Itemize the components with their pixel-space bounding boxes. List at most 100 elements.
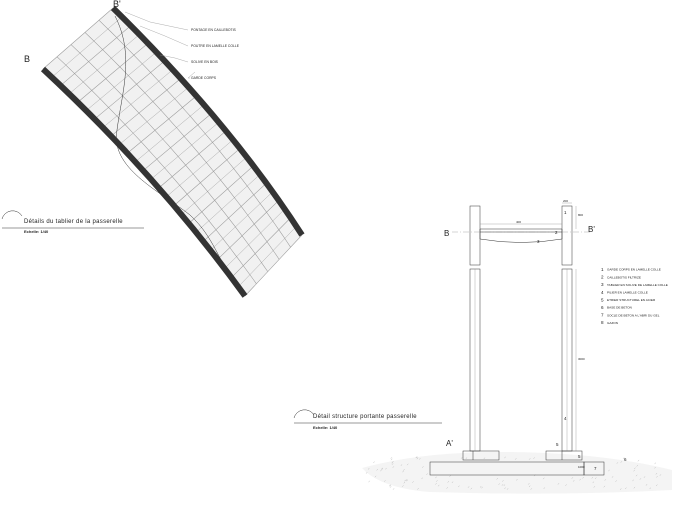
deck-joist-10	[203, 182, 267, 242]
grass-tuft	[622, 457, 625, 460]
deck-tie	[128, 63, 143, 76]
grass-tuft	[620, 461, 623, 463]
deck-tie	[191, 133, 206, 146]
grass-tuft	[528, 485, 531, 488]
grass-tuft	[437, 484, 440, 487]
left-laminated-beam	[40, 66, 248, 298]
legend-label-3: TABLIER EN SOLIVE DE LAMELLE COLLE	[607, 283, 668, 287]
deck-tie	[164, 156, 179, 168]
grass-tuft	[389, 484, 391, 487]
deck-callout-leaders	[124, 11, 196, 79]
deck-tie	[107, 16, 123, 30]
grass-tuft	[616, 462, 619, 464]
left-guardrail	[469, 205, 481, 266]
deck-tie	[207, 179, 221, 192]
deck-joist-beam	[479, 228, 563, 243]
deck-tie	[234, 185, 248, 198]
grass-tuft	[419, 458, 421, 460]
grass-tuft	[634, 467, 636, 470]
grass-tuft	[571, 477, 574, 479]
grass-tuft	[611, 476, 614, 478]
deck-joist-7	[158, 130, 227, 189]
deck-joist-0	[42, 7, 114, 70]
grass-tuft	[467, 486, 470, 488]
grass-tuft	[381, 467, 383, 470]
grass-tuft	[619, 488, 622, 490]
structure-title-arc	[293, 409, 315, 419]
deck-tie	[221, 197, 235, 210]
grass-tuft	[659, 474, 662, 476]
legend-number-2: 2	[601, 275, 604, 280]
grass-tuft	[483, 457, 486, 460]
grass-tuft	[501, 484, 504, 486]
grass-tuft	[416, 457, 419, 460]
grass-tuft	[422, 466, 424, 468]
grass-tuft	[572, 480, 575, 482]
deck-tie	[79, 40, 94, 54]
right-laminated-beam	[110, 5, 305, 237]
legend-number-6: 6	[601, 305, 604, 310]
grass-tuft	[615, 480, 617, 482]
dim-span: 400	[516, 220, 521, 224]
grass-tuft	[591, 476, 594, 479]
grass-tuft	[392, 460, 394, 463]
grass-tuft	[380, 469, 382, 472]
grass-tuft	[389, 484, 392, 487]
deck-joist-9	[188, 165, 254, 224]
deck-tie	[102, 115, 117, 128]
deck-tie	[130, 92, 145, 105]
deck-tie	[162, 127, 177, 140]
grass-tuft	[498, 483, 500, 485]
deck-grid-fill	[43, 8, 302, 296]
deck-tie	[235, 215, 248, 228]
deck-tie	[247, 203, 261, 216]
grass-tuft	[503, 484, 506, 487]
legend-label-1: GARDE CORPS EN LAMELLE COLLE	[607, 268, 661, 272]
deck-joist-2	[77, 43, 149, 103]
grass-tuft	[447, 480, 450, 483]
deck-tie	[148, 138, 163, 151]
legend-label-2: CAILLEBOTIS FILTRIZE	[607, 275, 641, 279]
legend-label-8: GAZON	[607, 321, 618, 325]
deck-joist-12	[231, 217, 291, 278]
grass-tuft	[594, 477, 597, 480]
deck-tie	[177, 144, 192, 157]
marker-bracket: 5	[556, 442, 559, 447]
grass-tuft	[465, 457, 468, 460]
grass-tuft	[528, 483, 530, 485]
deck-tie	[97, 58, 112, 71]
grass-tuft	[385, 467, 387, 470]
deck-tie	[176, 116, 191, 128]
grass-tuft	[528, 458, 531, 460]
legend-number-8: 8	[601, 320, 604, 325]
grass-tuft	[426, 473, 428, 476]
deck-joist-5	[127, 95, 197, 154]
structure-elevation: B B' 200 800 400 3000 1000 1 2 3 4 5 5 6…	[293, 199, 672, 494]
grass-tuft	[533, 457, 535, 459]
grass-tuft	[504, 456, 506, 459]
marker-socle: 7	[594, 466, 597, 471]
grass-tuft	[391, 463, 394, 465]
deck-tie	[93, 28, 109, 42]
grass-tuft	[649, 487, 652, 490]
deck-plan: B B' PONTAGE EN CAILLEBOTIS POUTRE EN LA…	[1, 0, 305, 298]
legend-label-5: ETRIER STRUCTUREL EN ACIER	[607, 298, 656, 302]
grass-tuft	[402, 470, 404, 473]
grass-tuft	[458, 485, 460, 488]
grass-tuft	[417, 487, 419, 490]
deck-joist-4	[110, 78, 181, 137]
grass-tuft	[565, 484, 567, 486]
grass-tuft	[502, 480, 504, 482]
deck-tie	[125, 34, 140, 47]
grass-tuft	[637, 459, 640, 462]
grass-tuft	[592, 481, 595, 484]
legend-label-7: SOCLE DE BETON A L'ABRI DU GEL	[607, 313, 660, 317]
deck-tie	[69, 81, 84, 94]
deck-joist-6	[143, 113, 212, 171]
callout-wood-joist: SOLIVE EN BOIS	[191, 60, 219, 64]
legend-label-6: BASE DE BETON	[607, 306, 632, 310]
grass-tuft	[403, 481, 406, 484]
legend-number-3: 3	[601, 282, 604, 287]
